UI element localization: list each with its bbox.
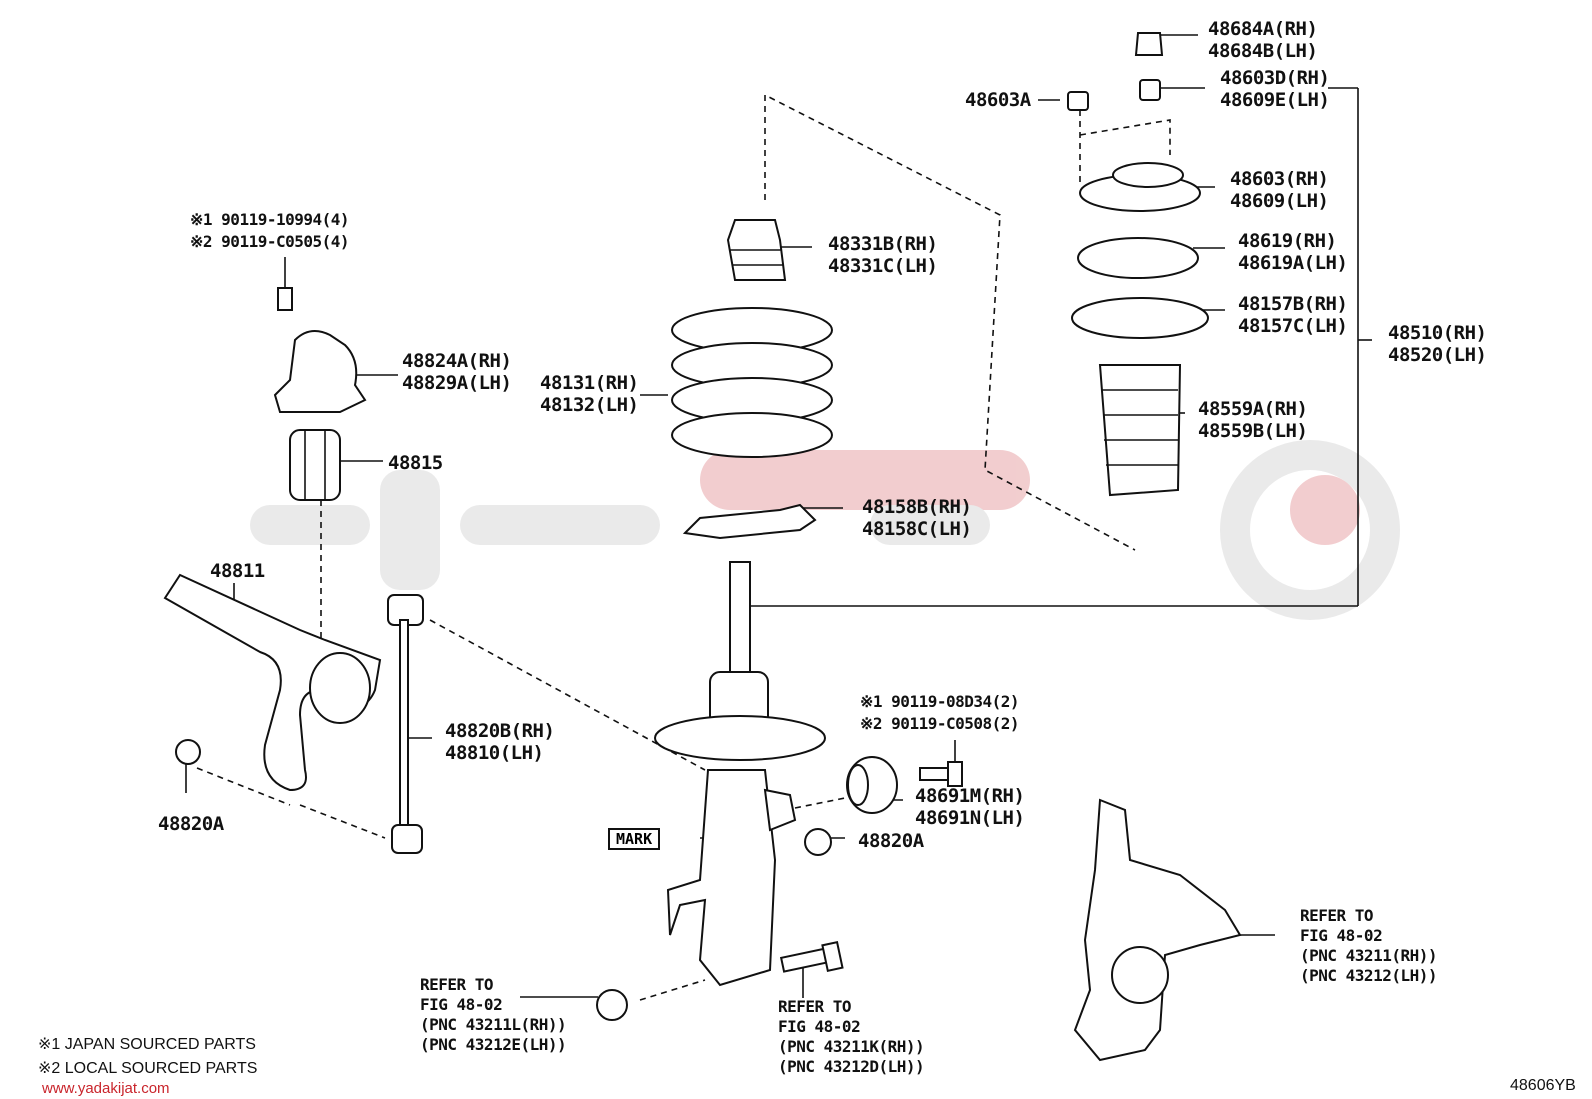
label-refer-bolt-4: (PNC 43212D(LH))	[778, 1057, 925, 1076]
bracket-bushing	[846, 756, 898, 814]
side-nut	[1067, 91, 1089, 111]
label-bump-stopper-lh: 48331C(LH)	[828, 255, 938, 277]
label-lower-insulator-lh: 48158C(LH)	[862, 518, 972, 540]
figure-code: 48606YB	[1510, 1077, 1576, 1094]
steering-knuckle	[1073, 798, 1242, 1062]
link-nut-left	[175, 739, 201, 765]
label-refer-knuckle-1: REFER TO	[1300, 906, 1374, 925]
label-bushing-bracket-lh: 48691N(LH)	[915, 807, 1025, 829]
bracket-nut	[804, 828, 832, 856]
label-refer-bolt-2: FIG 48-02	[778, 1017, 861, 1036]
spring-lower-insulator	[682, 503, 817, 540]
label-nut-top-lh: 48609E(LH)	[1220, 89, 1330, 111]
label-coil-spring-rh: 48131(RH)	[540, 372, 639, 394]
label-bolt-bracket-1: ※1 90119-08D34(2)	[860, 692, 1020, 711]
label-bushing-bracket-rh: 48691M(RH)	[915, 785, 1025, 807]
label-upper-seat-rh: 48619(RH)	[1238, 230, 1337, 252]
coil-spring	[671, 307, 833, 458]
label-stab-bar: 48811	[210, 560, 265, 582]
legend-note-japan: ※1 JAPAN SOURCED PARTS	[38, 1036, 256, 1053]
legend-note-local: ※2 LOCAL SOURCED PARTS	[38, 1060, 258, 1077]
label-bearing-lh: 48157C(LH)	[1238, 315, 1348, 337]
label-support-rh: 48603(RH)	[1230, 168, 1329, 190]
label-refer-nut-1: REFER TO	[420, 975, 494, 994]
label-shock-absorber-lh: 48520(LH)	[1388, 344, 1487, 366]
suspension-support	[1079, 162, 1201, 212]
label-stab-bracket-rh: 48824A(RH)	[402, 350, 512, 372]
label-bump-stopper-rh: 48331B(RH)	[828, 233, 938, 255]
top-nut	[1139, 79, 1161, 101]
stabilizer-bar	[163, 573, 382, 792]
label-link-nut-right: 48820A	[858, 830, 924, 852]
label-lower-insulator-rh: 48158B(RH)	[862, 496, 972, 518]
label-refer-nut-2: FIG 48-02	[420, 995, 503, 1014]
stab-bushing	[289, 429, 341, 501]
upper-seat	[1077, 237, 1199, 279]
top-cap	[1134, 32, 1164, 56]
label-nut-top-rh: 48603D(RH)	[1220, 67, 1330, 89]
label-stab-link-rh: 48820B(RH)	[445, 720, 555, 742]
watermark-logo	[250, 440, 1400, 620]
shock-absorber	[654, 561, 826, 987]
label-nut-side: 48603A	[965, 89, 1031, 111]
label-coil-spring-lh: 48132(LH)	[540, 394, 639, 416]
label-bolt-bracket-2: ※2 90119-C0508(2)	[860, 714, 1020, 733]
label-refer-knuckle-4: (PNC 43212(LH))	[1300, 966, 1438, 985]
label-cap-top-lh: 48684B(LH)	[1208, 40, 1318, 62]
label-boot-rh: 48559A(RH)	[1198, 398, 1308, 420]
label-stab-bracket-lh: 48829A(LH)	[402, 372, 512, 394]
label-stab-link-lh: 48810(LH)	[445, 742, 544, 764]
label-stab-bushing: 48815	[388, 452, 443, 474]
label-refer-knuckle-3: (PNC 43211(RH))	[1300, 946, 1438, 965]
label-support-lh: 48609(LH)	[1230, 190, 1329, 212]
label-cap-top-rh: 48684A(RH)	[1208, 18, 1318, 40]
knuckle-bolt	[779, 941, 844, 973]
mark-box: MARK	[608, 828, 661, 850]
label-shock-absorber-rh: 48510(RH)	[1388, 322, 1487, 344]
label-link-nut-left: 48820A	[158, 813, 224, 835]
label-bolt-stab-bracket-1: ※1 90119-10994(4)	[190, 210, 350, 229]
label-upper-seat-lh: 48619A(LH)	[1238, 252, 1348, 274]
bracket-bolt	[919, 761, 963, 787]
label-bearing-rh: 48157B(RH)	[1238, 293, 1348, 315]
website-link[interactable]: www.yadakijat.com	[42, 1080, 170, 1097]
label-refer-bolt-3: (PNC 43211K(RH))	[778, 1037, 925, 1056]
label-boot-lh: 48559B(LH)	[1198, 420, 1308, 442]
bump-stopper	[726, 219, 787, 281]
label-refer-nut-3: (PNC 43211L(RH))	[420, 1015, 567, 1034]
label-refer-bolt-1: REFER TO	[778, 997, 852, 1016]
dust-boot	[1098, 364, 1182, 497]
knuckle-nut	[596, 989, 628, 1021]
bearing	[1071, 297, 1209, 339]
stab-bracket	[273, 287, 367, 413]
label-refer-knuckle-2: FIG 48-02	[1300, 926, 1383, 945]
stabilizer-link	[387, 594, 424, 854]
label-refer-nut-4: (PNC 43212E(LH))	[420, 1035, 567, 1054]
label-bolt-stab-bracket-2: ※2 90119-C0505(4)	[190, 232, 350, 251]
